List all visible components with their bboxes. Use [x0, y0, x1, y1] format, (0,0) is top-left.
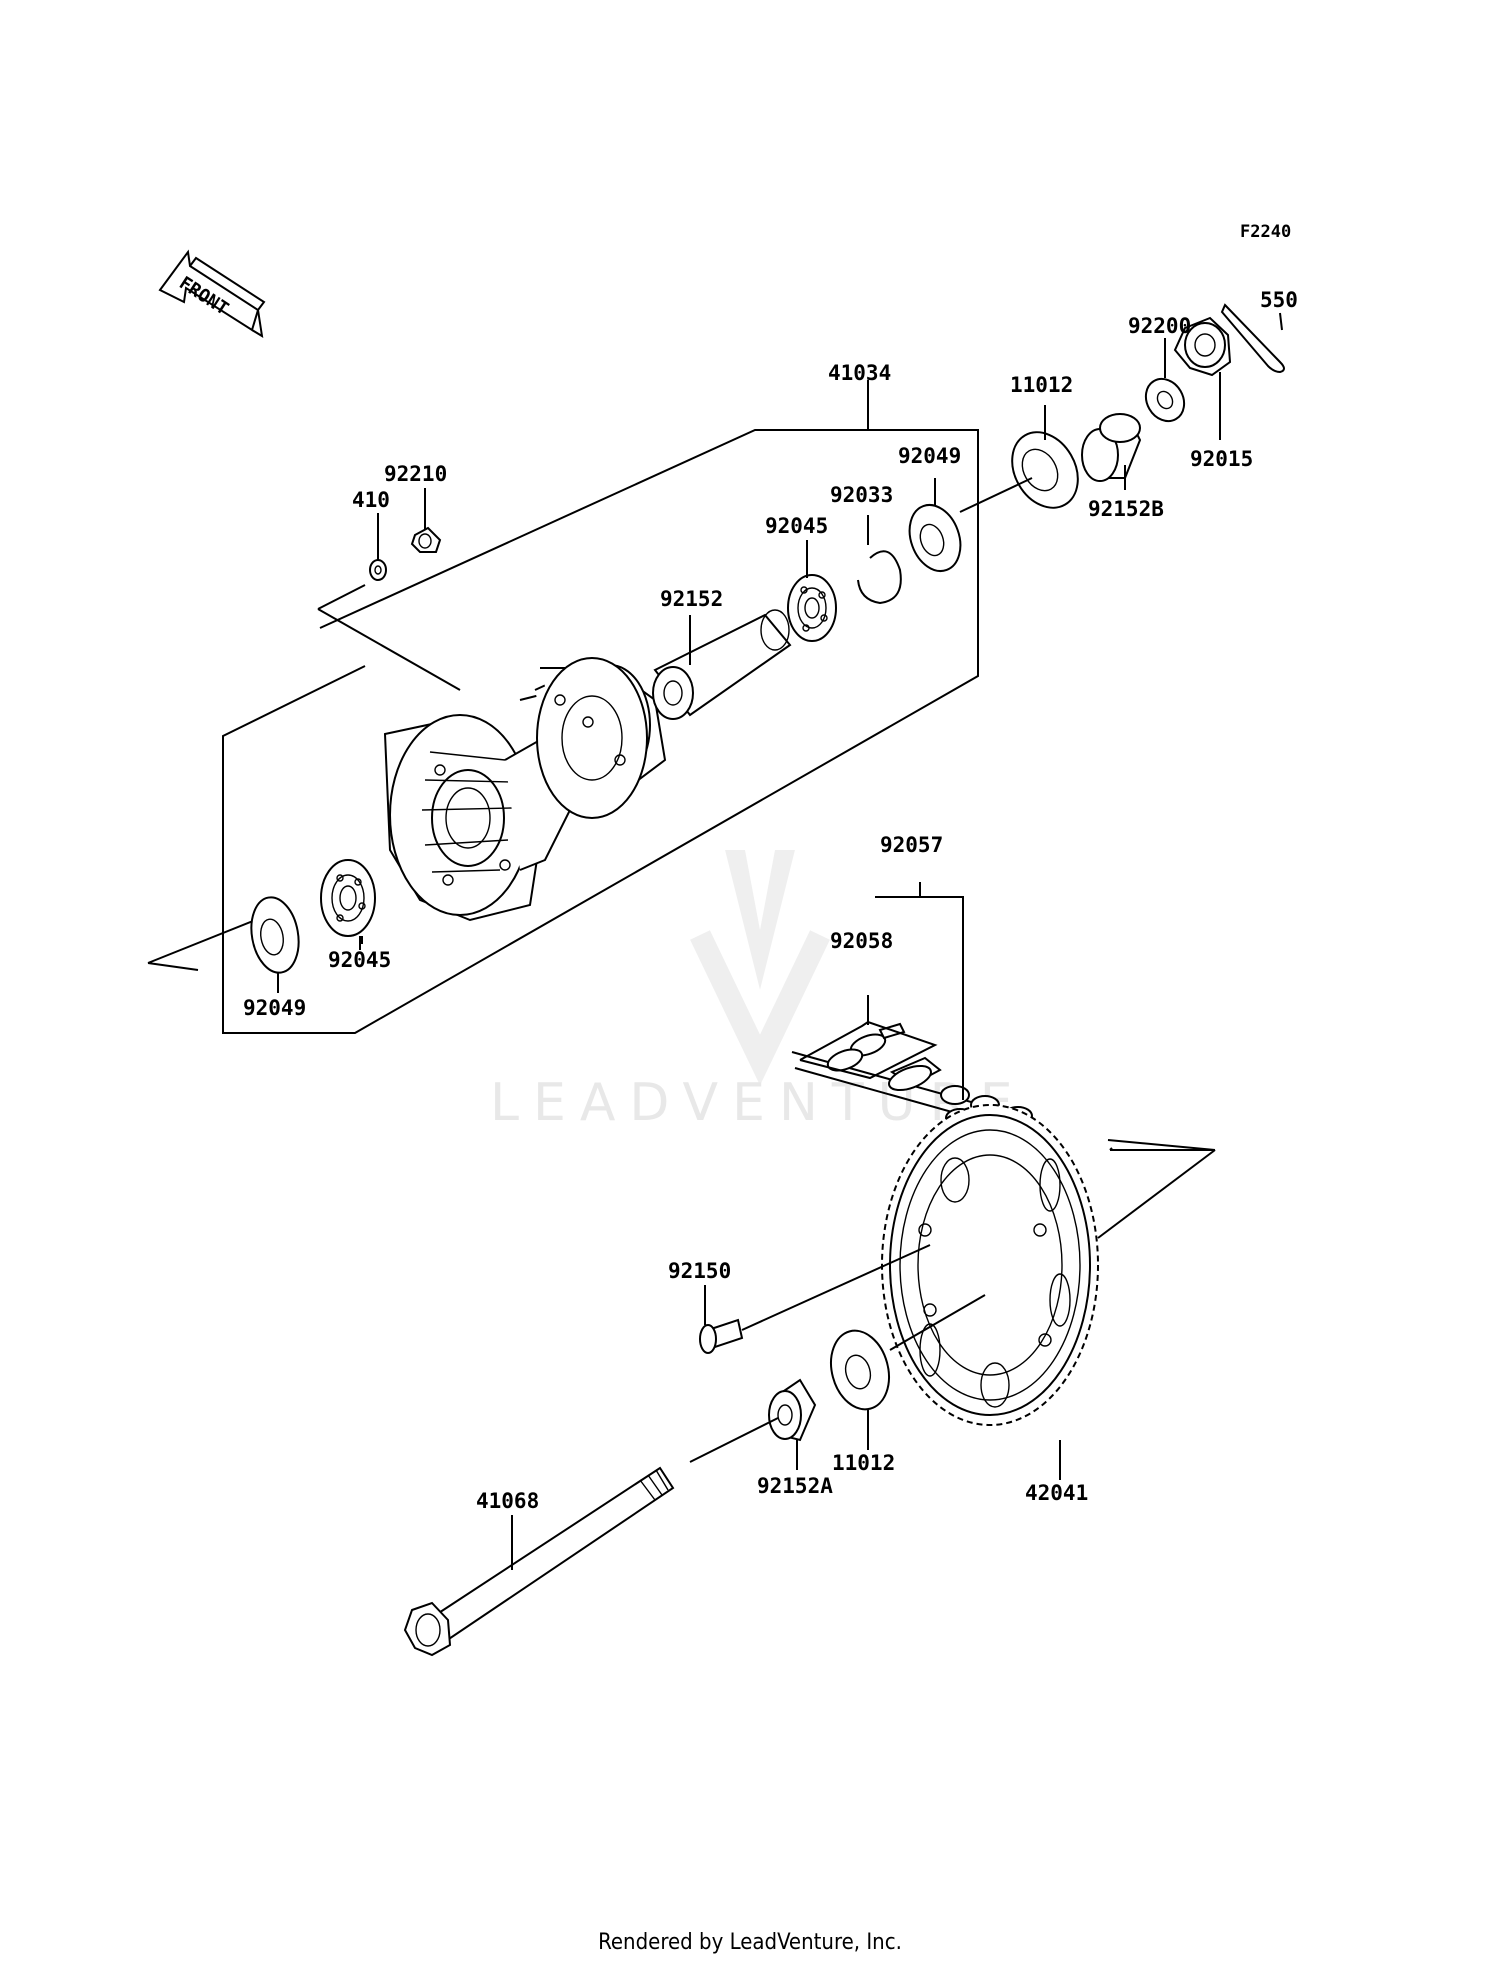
- label-92152B: 92152B: [1088, 497, 1164, 521]
- bearing-92045-bottom: [320, 859, 376, 937]
- label-92049-top: 92049: [898, 444, 961, 468]
- seal-92049-top: [908, 504, 962, 572]
- label-92152: 92152: [660, 587, 723, 611]
- label-11012-bottom: 11012: [832, 1451, 895, 1475]
- label-92210: 92210: [384, 462, 447, 486]
- label-92058: 92058: [830, 929, 893, 953]
- label-92152A: 92152A: [757, 1474, 833, 1498]
- label-92045-bottom: 92045: [328, 948, 391, 972]
- label-550: 550: [1260, 288, 1298, 312]
- label-41068: 41068: [476, 1489, 539, 1513]
- label-11012-top: 11012: [1010, 373, 1073, 397]
- axle-41068: [403, 1417, 779, 1657]
- label-92015: 92015: [1190, 447, 1253, 471]
- assembly-bracket-41034: [147, 380, 979, 1034]
- bolt-92210: [410, 526, 442, 553]
- collar-92152A: [768, 1378, 817, 1470]
- figure-code: F2240: [1240, 222, 1291, 242]
- watermark: LEADVENTURE: [490, 850, 1027, 1133]
- label-92150: 92150: [668, 1259, 731, 1283]
- washer-410: [369, 559, 387, 581]
- sprocket-bracket: [1097, 1139, 1216, 1239]
- circlip-92033: [857, 550, 902, 605]
- label-41034: 41034: [828, 361, 891, 385]
- label-92057: 92057: [880, 833, 943, 857]
- washer-92200: [1144, 377, 1186, 423]
- front-arrow-icon: FRONT: [158, 249, 266, 338]
- label-92049-bottom: 92049: [243, 996, 306, 1020]
- sprocket-42041: [881, 1104, 1099, 1480]
- seal-11012-bottom: [830, 1294, 986, 1450]
- seal-92049-bottom: [250, 896, 300, 974]
- nut-92015: [1173, 316, 1232, 377]
- collar-92152B: [1081, 413, 1142, 482]
- leader-lines-top: [277, 312, 1283, 993]
- rear-hub: [383, 657, 667, 922]
- watermark-text: LEADVENTURE: [490, 1073, 1027, 1133]
- label-92033: 92033: [830, 483, 893, 507]
- spacer-92152: [652, 609, 792, 720]
- bolt-92150: [699, 1244, 931, 1354]
- label-42041: 42041: [1025, 1481, 1088, 1505]
- label-92045-top: 92045: [765, 514, 828, 538]
- label-410: 410: [352, 488, 390, 512]
- label-92200: 92200: [1128, 314, 1191, 338]
- cotter-pin-550: [1220, 303, 1285, 374]
- footer-credit: Rendered by LeadVenture, Inc.: [598, 1930, 902, 1955]
- bearing-92045-top: [787, 574, 837, 642]
